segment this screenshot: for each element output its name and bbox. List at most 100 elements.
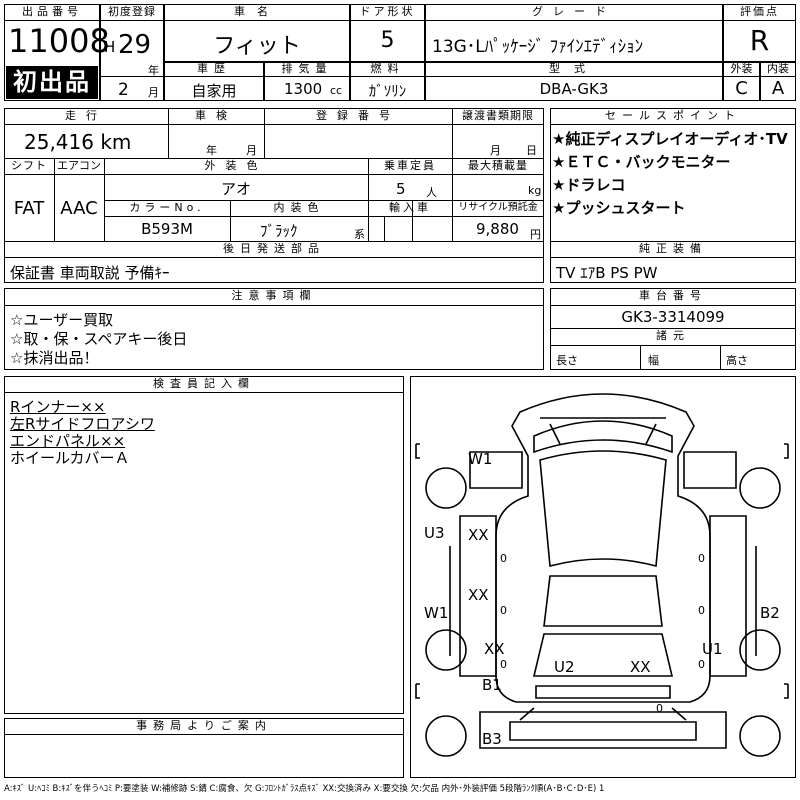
inspector-box xyxy=(4,376,404,714)
int-score-label: 内装 xyxy=(767,62,789,75)
grade-box xyxy=(425,4,723,62)
grade-label: グレード xyxy=(532,5,616,18)
caution-item: ☆取・保・スペアキー後日 xyxy=(10,330,188,348)
lot-number-box xyxy=(4,4,100,101)
color-no: B593M xyxy=(141,220,193,238)
chassis-label: 車台番号 xyxy=(639,289,707,302)
zero-mark: 0 xyxy=(500,552,507,565)
fuel-box xyxy=(350,62,425,101)
sales-point: ★ＥＴＣ・バックモニター xyxy=(552,153,731,171)
zero-mark: 0 xyxy=(500,658,507,671)
history-label: 車歴 xyxy=(197,62,231,75)
registration-year: 29 xyxy=(118,30,152,60)
inspection-month-unit: 月 xyxy=(246,144,257,157)
ac-label: エアコン xyxy=(57,159,101,172)
dims-label: 諸元 xyxy=(656,329,690,342)
length-label: 長さ xyxy=(556,354,578,367)
score-label: 評価点 xyxy=(740,5,779,18)
car-name-label: 車名 xyxy=(234,5,280,18)
ac: AAC xyxy=(60,198,98,219)
chassis-number: GK3-3314099 xyxy=(621,308,725,326)
inspector-label: 検査員記入欄 xyxy=(153,377,255,390)
era: H xyxy=(104,38,116,56)
ext-score-box xyxy=(723,62,760,101)
ext-score-label: 外装 xyxy=(730,62,753,75)
year-unit: 年 xyxy=(148,64,159,77)
grade: 13G･Lﾊﾟｯｹｰｼﾞ ﾌｧｲﾝｴﾃﾞｨｼｮﾝ xyxy=(432,37,644,57)
registration-month: 2 xyxy=(118,80,129,100)
int-color-label: 内装色 xyxy=(273,201,325,214)
model-code-label: 型式 xyxy=(549,62,599,75)
inspector-note: 左Rサイドフロアシワ xyxy=(10,415,155,433)
car-diagram: W1 U3 XX XX W1 XX U2 XX U1 B2 B1 B3 0 0 … xyxy=(415,393,789,757)
registration-number-label: 登録番号 xyxy=(316,109,400,122)
zero-mark: 0 xyxy=(656,702,663,715)
fuel-label: 燃料 xyxy=(370,62,405,75)
ext-score: C xyxy=(735,78,748,99)
int-color: ﾌﾞﾗｯｸ xyxy=(260,222,298,240)
recycle-fee: 9,880 xyxy=(476,220,519,238)
caution-label: 注意事項欄 xyxy=(231,289,317,302)
first-listing-badge: 初出品 xyxy=(6,66,98,99)
damage-mark: XX xyxy=(484,640,505,658)
chassis-box xyxy=(550,288,796,370)
legend: A:ｷｽﾞ U:ﾍｺﾐ B:ｷｽﾞを伴うﾍｺﾐ P:要塗装 W:補修跡 S:錆 … xyxy=(4,784,605,794)
damage-mark: W1 xyxy=(468,450,492,468)
zero-mark: 0 xyxy=(698,658,705,671)
history-box xyxy=(164,62,264,101)
ext-color-label: 外装色 xyxy=(204,159,268,172)
sales-point: ★純正ディスプレイオーディオ･TV xyxy=(552,130,788,148)
doors: 5 xyxy=(380,28,395,53)
capacity: 5 xyxy=(396,180,406,198)
model-code: DBA-GK3 xyxy=(539,80,609,98)
damage-mark: U2 xyxy=(554,658,575,676)
shift-label: シフト xyxy=(11,159,47,172)
sales-points-label: セールスポイント xyxy=(605,109,741,122)
sales-points-box xyxy=(550,108,796,283)
zero-mark: 0 xyxy=(698,552,705,565)
caution-item: ☆抹消出品！ xyxy=(10,349,99,367)
shift: FAT xyxy=(13,198,45,219)
int-score: A xyxy=(771,78,785,99)
recycle-label: リサイクル預託金 xyxy=(458,202,538,213)
zero-mark: 0 xyxy=(500,604,507,617)
fuel: ｶﾞｿﾘﾝ xyxy=(368,82,407,100)
car-name: フィット xyxy=(213,34,301,59)
office-box xyxy=(4,718,404,778)
displacement-label: 排気量 xyxy=(281,62,333,75)
height-label: 高さ xyxy=(726,354,748,367)
damage-mark: B2 xyxy=(760,604,780,622)
inspector-note: エンドパネル×× xyxy=(10,432,126,450)
int-color-unit: 系 xyxy=(354,228,365,241)
damage-mark: U1 xyxy=(702,640,723,658)
office-label: 事務局よりご案内 xyxy=(136,719,272,732)
displacement: 1300 xyxy=(284,80,323,98)
inspector-note: ホイールカバーＡ xyxy=(10,449,130,467)
vehicle-info-box xyxy=(4,108,544,283)
recycle-unit: 円 xyxy=(530,228,541,241)
doors-box xyxy=(350,4,425,62)
model-code-box xyxy=(425,62,723,101)
equipment: TV ｴｱB PS PW xyxy=(556,264,658,282)
width-label: 幅 xyxy=(648,354,659,367)
damage-mark: W1 xyxy=(424,604,448,622)
damage-mark: XX xyxy=(468,526,489,544)
doors-label: ドア形状 xyxy=(359,5,416,18)
history: 自家用 xyxy=(191,82,237,100)
first-registration-label: 初度登録 xyxy=(108,5,156,18)
caution-box xyxy=(4,288,544,370)
damage-mark: B3 xyxy=(482,730,502,748)
damage-mark: XX xyxy=(468,586,489,604)
first-registration-box xyxy=(100,4,164,101)
month-unit: 月 xyxy=(148,86,159,99)
mileage-label: 走行 xyxy=(65,109,107,122)
color-no-label: カラーNo. xyxy=(129,201,205,214)
damage-mark: U3 xyxy=(424,524,445,542)
lot-number-label: 出品番号 xyxy=(22,5,82,18)
capacity-unit: 人 xyxy=(426,186,437,199)
sales-point: ★ドラレコ xyxy=(552,176,626,194)
damage-mark: XX xyxy=(630,658,651,676)
lot-number: 11008 xyxy=(8,22,110,60)
int-score-box xyxy=(760,62,796,101)
import-label: 輸入車 xyxy=(389,201,431,214)
